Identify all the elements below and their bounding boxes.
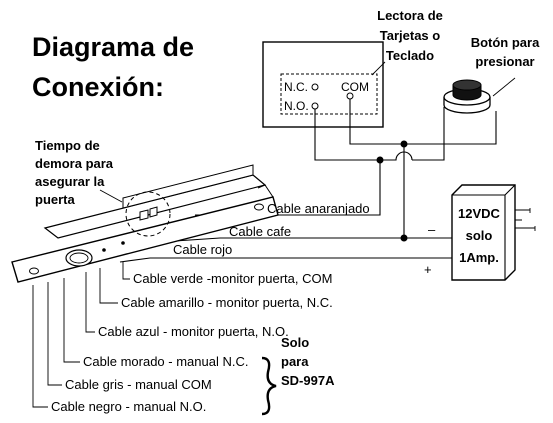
card-reader-box bbox=[262, 41, 384, 128]
power-label-line1: 12VDC bbox=[458, 206, 501, 221]
strike-dot-2 bbox=[121, 241, 125, 245]
delay-switch-highlight bbox=[125, 191, 171, 237]
card-reader: N.C. COM N.O. bbox=[262, 41, 384, 128]
delay-label-line4: puerta bbox=[35, 192, 76, 207]
button-leader-line bbox=[492, 77, 516, 97]
strike-faceplate-edge bbox=[257, 184, 274, 198]
reader-no-label: N.O. bbox=[284, 99, 309, 113]
cable-orange-label: Cable anaranjado bbox=[267, 201, 370, 216]
leader-negro bbox=[32, 285, 48, 408]
reader-com-label: COM bbox=[341, 80, 369, 94]
diagram-title-line2: Conexión: bbox=[32, 72, 164, 102]
cable-leaders bbox=[32, 262, 130, 408]
wire-button-left bbox=[412, 107, 445, 161]
push-button-cap bbox=[452, 79, 482, 91]
push-button bbox=[443, 79, 491, 114]
solo-brace bbox=[261, 356, 277, 416]
leader-azul bbox=[85, 272, 95, 333]
delay-label-line3: asegurar la bbox=[35, 174, 105, 189]
solo-note-line2: para bbox=[281, 354, 309, 369]
leader-gris bbox=[47, 282, 62, 386]
mounting-hole-right bbox=[254, 203, 264, 211]
junction-lower bbox=[376, 156, 384, 164]
leader-verde bbox=[122, 262, 130, 280]
delay-switch bbox=[139, 206, 158, 221]
cable-yellow-label: Cable amarillo - monitor puerta, N.C. bbox=[121, 295, 333, 310]
mounting-hole-left bbox=[29, 267, 39, 275]
junction-power bbox=[400, 234, 408, 242]
reader-label-line1: Lectora de bbox=[377, 8, 443, 23]
power-minus-sign: – bbox=[428, 222, 436, 237]
power-supply-plug bbox=[515, 209, 535, 229]
wire-crossover bbox=[380, 151, 413, 161]
button-label-line2: presionar bbox=[475, 54, 534, 69]
leader-morado bbox=[63, 278, 80, 363]
cable-gray-label: Cable gris - manual COM bbox=[65, 377, 212, 392]
reader-label-line3: Teclado bbox=[386, 48, 434, 63]
card-reader-terminal-area bbox=[280, 73, 378, 115]
button-label-line1: Botón para bbox=[471, 35, 540, 50]
cable-red-label: Cable rojo bbox=[173, 242, 232, 257]
reader-leader-line bbox=[371, 61, 386, 76]
solo-note-line1: Solo bbox=[281, 335, 309, 350]
reader-no-terminal bbox=[311, 102, 319, 110]
cable-purple-label: Cable morado - manual N.C. bbox=[83, 354, 248, 369]
strike-opening-inner bbox=[69, 252, 89, 264]
junction-upper bbox=[400, 140, 408, 148]
electric-strike bbox=[11, 164, 279, 283]
power-supply-plug-tips bbox=[529, 208, 536, 231]
power-label-line2: solo bbox=[466, 228, 493, 243]
reader-label-line2: Tarjetas o bbox=[380, 28, 441, 43]
solo-note-line3: SD-997A bbox=[281, 373, 335, 388]
reader-com-terminal bbox=[346, 92, 354, 100]
diagram-title-line1: Diagrama de bbox=[32, 32, 194, 62]
reader-nc-label: N.C. bbox=[284, 80, 308, 94]
delay-leader-line bbox=[99, 189, 123, 203]
power-supply-edge bbox=[452, 184, 516, 280]
cable-blue-label: Cable azul - monitor puerta, N.O. bbox=[98, 324, 289, 339]
strike-dot-1 bbox=[102, 248, 106, 252]
wire-reader-no bbox=[314, 109, 380, 161]
cable-black-label: Cable negro - manual N.O. bbox=[51, 399, 206, 414]
delay-label-line2: demora para bbox=[35, 156, 114, 171]
leader-amarillo bbox=[99, 268, 118, 304]
power-plus-sign: + bbox=[424, 262, 432, 277]
cable-brown-label: Cable cafe bbox=[229, 224, 291, 239]
cable-green-label: Cable verde -monitor puerta, COM bbox=[133, 271, 332, 286]
power-label-line3: 1Amp. bbox=[459, 250, 499, 265]
reader-nc-terminal bbox=[311, 83, 319, 91]
power-supply bbox=[451, 184, 536, 281]
wire-red bbox=[119, 257, 452, 263]
power-supply-body bbox=[451, 184, 516, 281]
wire-reader-com bbox=[349, 99, 497, 145]
delay-label-line1: Tiempo de bbox=[35, 138, 100, 153]
strike-keeper bbox=[122, 164, 254, 209]
